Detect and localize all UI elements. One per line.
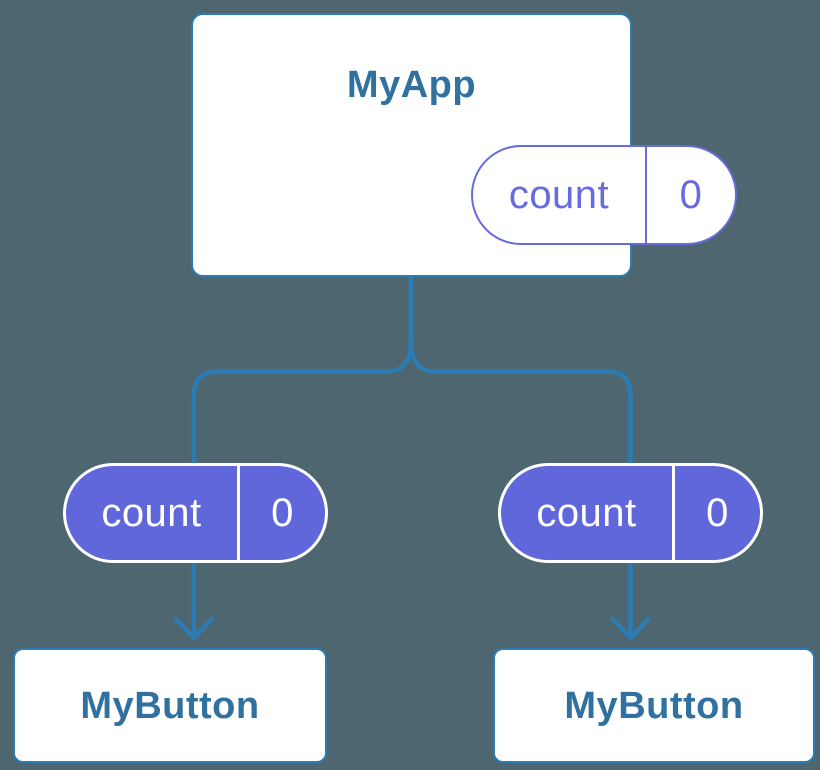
- left-arrow-head-icon: [173, 616, 215, 641]
- child-component-title: MyButton: [564, 684, 744, 727]
- state-value-section: 0: [647, 147, 735, 243]
- state-value-label: 0: [679, 172, 703, 217]
- left-branch-line: [191, 340, 414, 466]
- state-value-section: 0: [675, 466, 760, 560]
- right-child-prop-pill: count 0: [498, 463, 763, 563]
- right-branch-line: [408, 340, 633, 466]
- left-child-component-card: MyButton: [13, 648, 327, 763]
- pill-divider: [672, 466, 675, 560]
- right-arrow-head-icon: [610, 616, 651, 641]
- state-name-label: count: [536, 490, 637, 535]
- state-name-section: count: [66, 466, 237, 560]
- parent-state-pill: count 0: [471, 145, 737, 245]
- pill-divider: [237, 466, 240, 560]
- state-name-section: count: [501, 466, 672, 560]
- state-name-label: count: [508, 172, 610, 217]
- pill-divider: [645, 147, 647, 243]
- parent-component-card: MyApp count 0: [191, 13, 737, 277]
- parent-component-title: MyApp: [346, 64, 477, 106]
- state-name-label: count: [101, 490, 202, 535]
- child-component-title: MyButton: [80, 684, 260, 727]
- state-value-section: 0: [240, 466, 325, 560]
- state-name-section: count: [473, 147, 645, 243]
- state-value-label: 0: [271, 490, 294, 535]
- right-child-component-card: MyButton: [493, 648, 815, 763]
- state-value-label: 0: [706, 490, 729, 535]
- left-child-prop-pill: count 0: [63, 463, 328, 563]
